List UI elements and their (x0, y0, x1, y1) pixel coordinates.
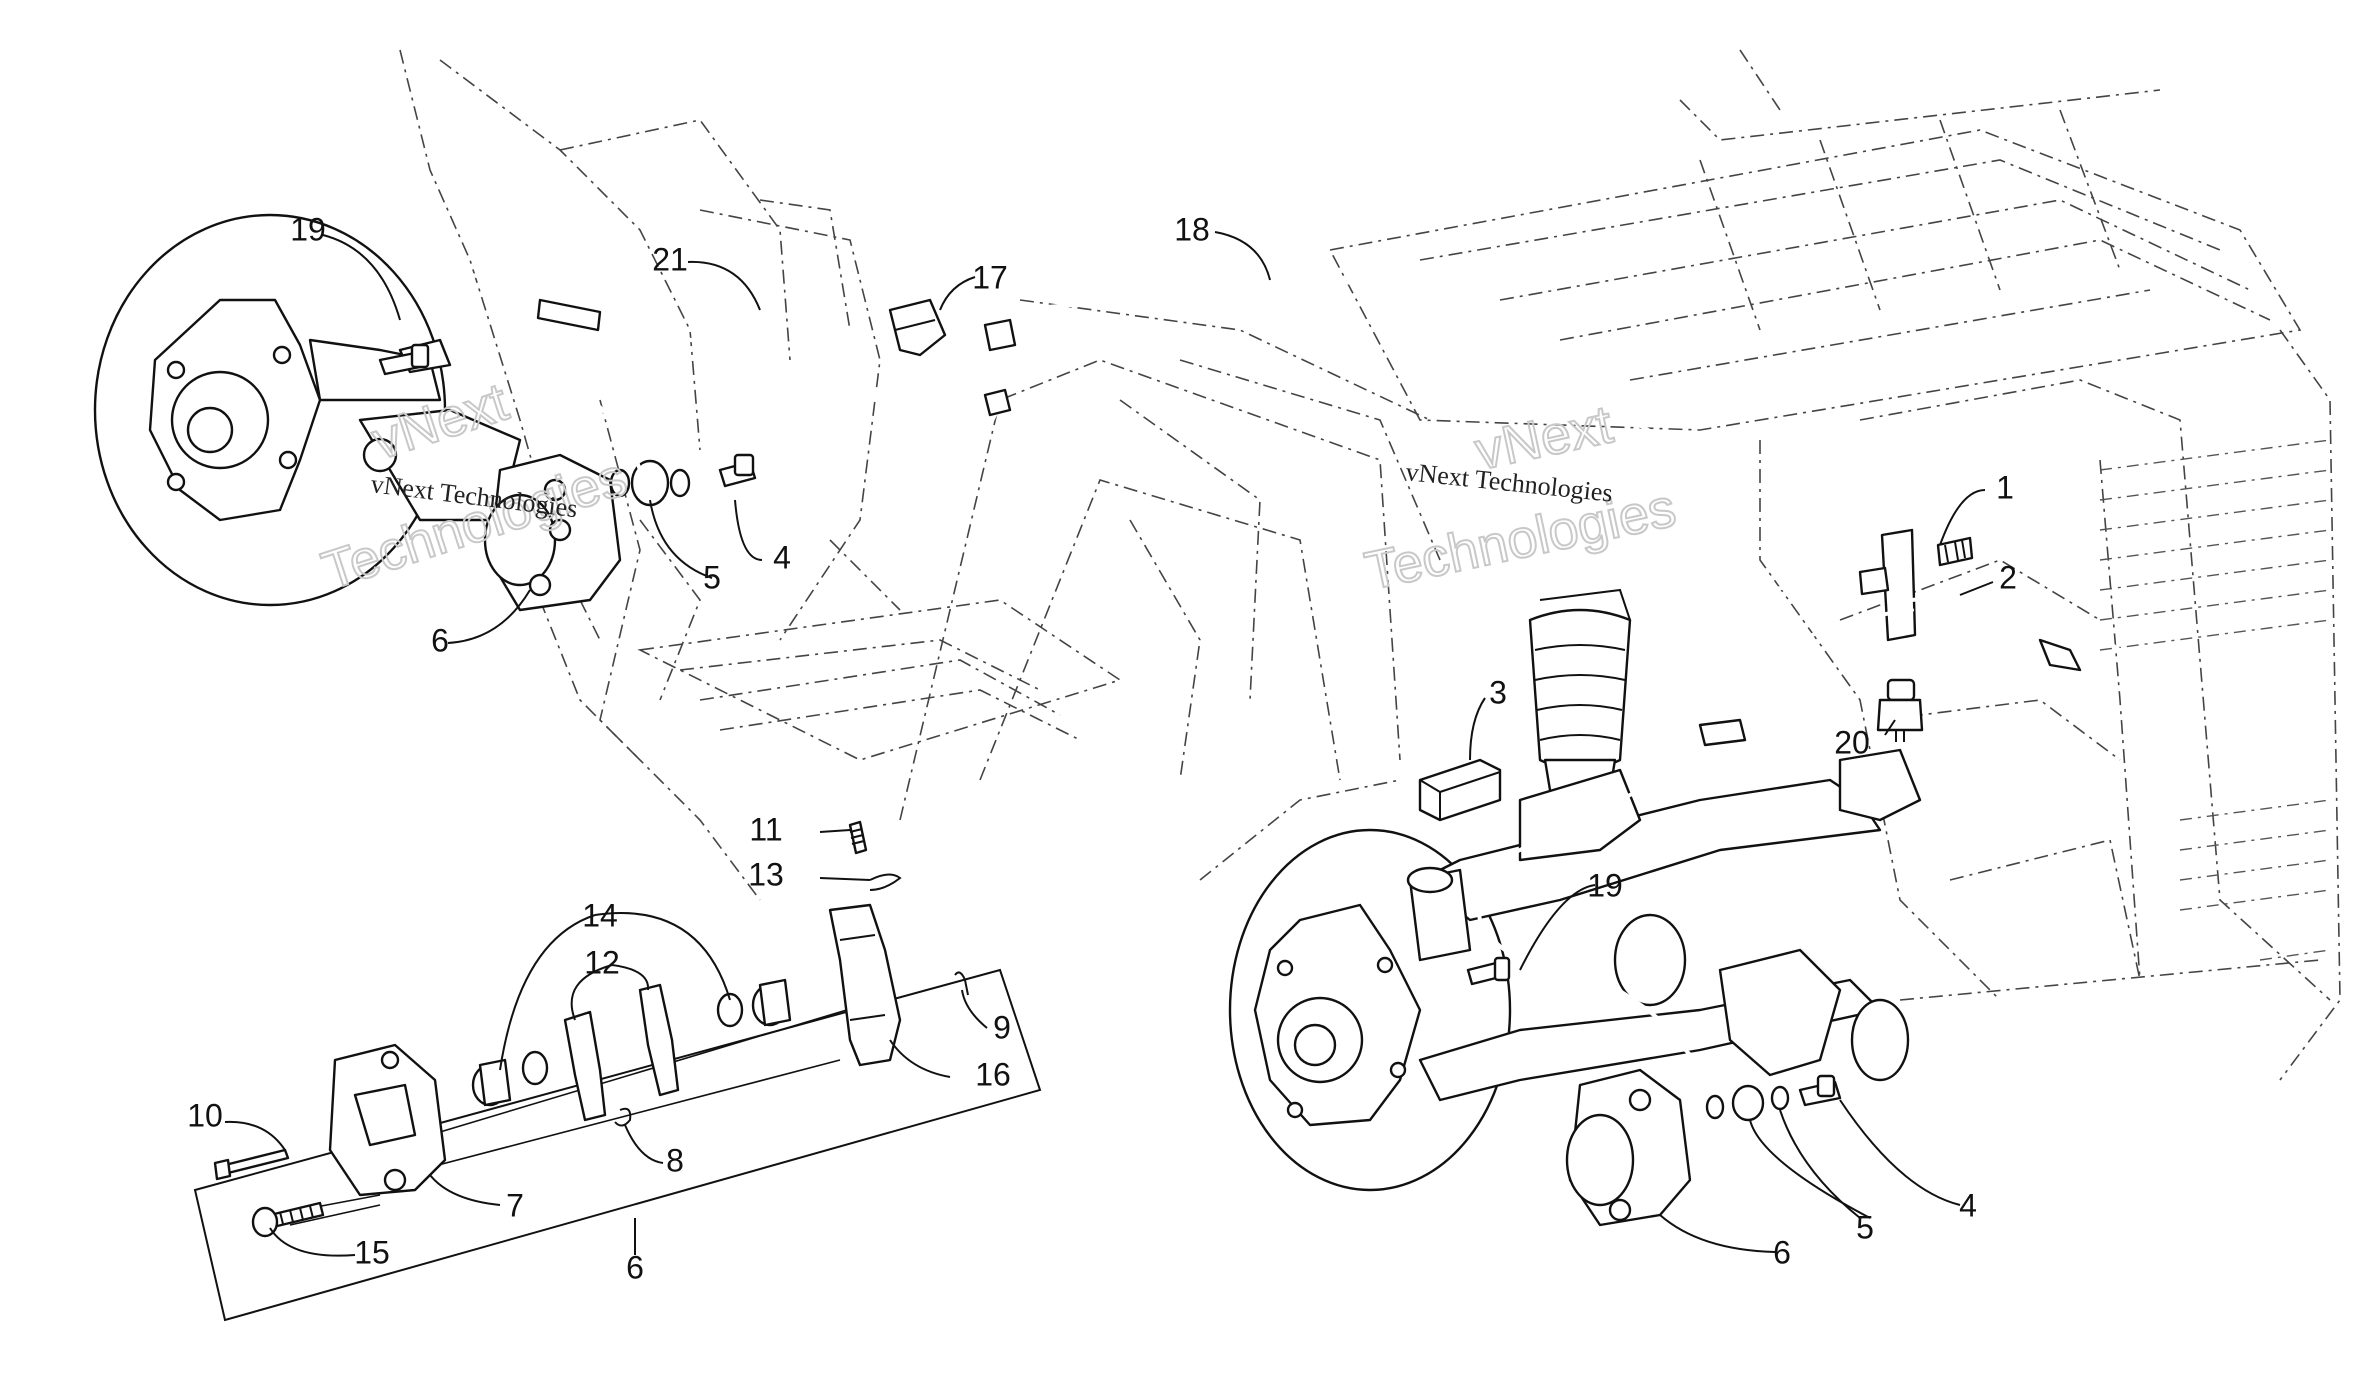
brake-block-part-3 (1418, 758, 1502, 822)
watermark-right: vNext Technologies vNext Technologies (1359, 393, 1682, 602)
callout-3: 3 (1489, 674, 1507, 710)
callout-12: 12 (584, 944, 620, 980)
left-caliper-bracket (308, 338, 522, 522)
brake-line-18 (983, 278, 1890, 596)
right-caliper (1565, 1068, 1692, 1227)
brake-light-switch-part-20 (1876, 678, 1924, 742)
callout-19-right: 19 (1587, 867, 1623, 903)
callout-5-left: 5 (703, 559, 721, 595)
front-suspension-arms (1406, 748, 1922, 1102)
left-caliper (483, 453, 622, 612)
callout-17: 17 (972, 259, 1008, 295)
callout-8: 8 (666, 1142, 684, 1178)
callout-19-left: 19 (290, 211, 326, 247)
right-banjo-bolt-washers (1705, 1074, 1842, 1122)
clip-part-17 (888, 298, 947, 357)
callout-6-kit: 6 (626, 1249, 644, 1285)
brake-line-21 (428, 271, 1002, 472)
callout-4-right: 4 (1959, 1187, 1977, 1223)
callout-14: 14 (582, 897, 618, 933)
caliper-kit-frame (193, 968, 1042, 1322)
left-brake-disc-hub (93, 213, 447, 607)
caliper-kit-parts (213, 820, 969, 1238)
callout-15: 15 (354, 1234, 390, 1270)
callout-11: 11 (749, 811, 782, 847)
bolt-part-19-right (1466, 956, 1511, 986)
callout-6-right: 6 (1773, 1234, 1791, 1270)
callout-21: 21 (652, 241, 688, 277)
callout-labels: 1 2 3 4 4 5 5 6 6 6 7 8 9 10 11 12 13 14… (187, 211, 2017, 1285)
callout-10: 10 (187, 1097, 223, 1133)
callout-16: 16 (975, 1056, 1011, 1092)
callout-1: 1 (1996, 469, 2014, 505)
left-banjo-bolt-washers (609, 453, 757, 507)
leader-lines (224, 231, 1994, 1257)
callout-2: 2 (1999, 559, 2017, 595)
callout-5-right: 5 (1856, 1209, 1874, 1245)
callout-7: 7 (506, 1187, 524, 1223)
callout-4-left: 4 (773, 539, 791, 575)
vehicle-frame-outline (399, 49, 2341, 1081)
tee-fitting-part-1 (1880, 528, 1974, 642)
callout-9: 9 (993, 1009, 1011, 1045)
callout-13: 13 (748, 856, 784, 892)
callout-6-left: 6 (431, 622, 449, 658)
callout-18: 18 (1174, 211, 1210, 247)
callout-20: 20 (1834, 724, 1870, 760)
brake-line-2 (1476, 588, 2152, 1092)
bolt-part-19-left (378, 343, 430, 376)
